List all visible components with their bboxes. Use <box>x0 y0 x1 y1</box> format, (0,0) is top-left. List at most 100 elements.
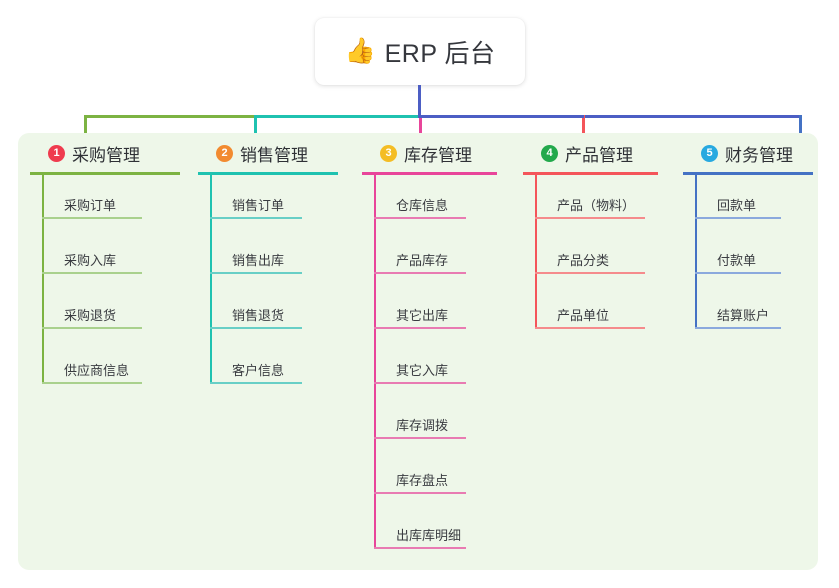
leaf-item-underline <box>210 327 302 329</box>
branch-title-label: 销售管理 <box>240 145 308 165</box>
leaf-item-underline <box>374 272 466 274</box>
leaf-list: 仓库信息产品库存其它出库其它入库库存调拨库存盘点出库库明细 <box>362 175 517 568</box>
leaf-item-label: 结算账户 <box>717 308 770 323</box>
leaf-list: 采购订单采购入库采购退货供应商信息 <box>30 175 200 403</box>
root-node-label: ERP 后台 <box>384 39 496 68</box>
branch-drop-1 <box>84 115 87 142</box>
branch-title-label: 采购管理 <box>72 145 140 165</box>
branch-drop-4 <box>582 115 585 142</box>
leaf-item-underline <box>374 547 466 549</box>
leaf-item[interactable]: 产品库存 <box>374 250 466 274</box>
branch-header-采购管理[interactable]: 1 采购管理 <box>30 140 200 166</box>
leaf-item-label: 销售退货 <box>232 308 285 323</box>
leaf-item[interactable]: 库存盘点 <box>374 470 466 494</box>
trunk-line <box>418 85 421 118</box>
leaf-item[interactable]: 出库库明细 <box>374 525 467 549</box>
leaf-item-label: 产品单位 <box>557 308 610 323</box>
branch-column-销售管理: 2 销售管理销售订单销售出库销售退货客户信息 <box>198 140 358 403</box>
branch-column-采购管理: 1 采购管理采购订单采购入库采购退货供应商信息 <box>30 140 200 403</box>
leaf-item-label: 其它入库 <box>396 363 449 378</box>
leaf-spine <box>42 175 44 384</box>
leaf-item[interactable]: 客户信息 <box>210 360 302 384</box>
leaf-item[interactable]: 回款单 <box>695 195 781 219</box>
branch-underline <box>362 172 497 175</box>
leaf-item[interactable]: 产品分类 <box>535 250 645 274</box>
branch-number-badge: 1 <box>48 144 65 162</box>
branch-header-财务管理[interactable]: 5 财务管理 <box>683 140 833 166</box>
leaf-item-label: 库存盘点 <box>396 473 449 488</box>
leaf-item[interactable]: 销售退货 <box>210 305 302 329</box>
leaf-item[interactable]: 采购退货 <box>42 305 142 329</box>
branch-underline <box>523 172 658 175</box>
leaf-item-label: 产品（物料） <box>557 198 636 213</box>
leaf-item[interactable]: 付款单 <box>695 250 781 274</box>
leaf-item-underline <box>535 327 645 329</box>
leaf-spine <box>374 175 376 549</box>
branch-header-销售管理[interactable]: 2 销售管理 <box>198 140 358 166</box>
bus-segment-2 <box>254 115 421 118</box>
leaf-item-label: 产品库存 <box>396 253 449 268</box>
branch-header-产品管理[interactable]: 4 产品管理 <box>523 140 678 166</box>
leaf-item-underline <box>210 217 302 219</box>
leaf-spine <box>695 175 697 329</box>
leaf-item[interactable]: 采购订单 <box>42 195 142 219</box>
leaf-item-label: 库存调拨 <box>396 418 449 433</box>
leaf-item-label: 出库库明细 <box>396 528 462 543</box>
leaf-item-underline <box>42 272 142 274</box>
leaf-item-label: 付款单 <box>717 253 757 268</box>
branch-title-label: 财务管理 <box>725 145 793 165</box>
branch-column-产品管理: 4 产品管理产品（物料） 产品分类产品单位 <box>523 140 678 348</box>
leaf-item-underline <box>374 217 466 219</box>
leaf-item-underline <box>210 272 302 274</box>
leaf-item-underline <box>695 217 781 219</box>
leaf-item-label: 产品分类 <box>557 253 610 268</box>
leaf-item-label: 采购订单 <box>64 198 117 213</box>
branch-underline <box>683 172 813 175</box>
branch-number-badge: 5 <box>701 144 718 162</box>
leaf-item-label: 销售订单 <box>232 198 285 213</box>
bus-segment-1 <box>84 115 256 118</box>
leaf-item-label: 其它出库 <box>396 308 449 323</box>
leaf-item[interactable]: 销售出库 <box>210 250 302 274</box>
leaf-list: 回款单付款单结算账户 <box>683 175 833 348</box>
leaf-item[interactable]: 其它出库 <box>374 305 466 329</box>
leaf-item[interactable]: 产品（物料） <box>535 195 645 219</box>
bus-segment-trunk <box>418 115 584 118</box>
leaf-item[interactable]: 结算账户 <box>695 305 781 329</box>
leaf-item[interactable]: 销售订单 <box>210 195 302 219</box>
leaf-item[interactable]: 产品单位 <box>535 305 645 329</box>
leaf-spine <box>210 175 212 384</box>
branch-drop-3 <box>419 115 422 142</box>
leaf-item[interactable]: 库存调拨 <box>374 415 466 439</box>
branch-number-badge: 2 <box>216 144 233 162</box>
leaf-item-underline <box>374 382 466 384</box>
leaf-item-underline <box>42 217 142 219</box>
branch-number-badge: 4 <box>541 144 558 162</box>
leaf-item-underline <box>695 272 781 274</box>
leaf-item[interactable]: 供应商信息 <box>42 360 142 384</box>
branch-drop-5 <box>799 115 802 142</box>
leaf-item-underline <box>374 327 466 329</box>
leaf-item-label: 仓库信息 <box>396 198 449 213</box>
thumbs-up-icon: 👍 <box>344 37 376 65</box>
leaf-item-label: 客户信息 <box>232 363 285 378</box>
branch-panel <box>18 133 818 570</box>
leaf-item[interactable]: 其它入库 <box>374 360 466 384</box>
branch-title-label: 产品管理 <box>565 145 633 165</box>
leaf-item-label: 采购退货 <box>64 308 117 323</box>
leaf-item-label: 销售出库 <box>232 253 285 268</box>
leaf-item-underline <box>42 382 142 384</box>
leaf-item-label: 供应商信息 <box>64 363 130 378</box>
leaf-item[interactable]: 采购入库 <box>42 250 142 274</box>
leaf-item-underline <box>374 492 466 494</box>
root-node-erp-backend[interactable]: 👍 ERP 后台 <box>315 18 525 85</box>
leaf-item-underline <box>42 327 142 329</box>
leaf-item-label: 回款单 <box>717 198 757 213</box>
bus-segment-4 <box>582 115 801 118</box>
leaf-item-underline <box>695 327 781 329</box>
branch-underline <box>30 172 180 175</box>
leaf-item[interactable]: 仓库信息 <box>374 195 466 219</box>
branch-drop-2 <box>254 115 257 142</box>
